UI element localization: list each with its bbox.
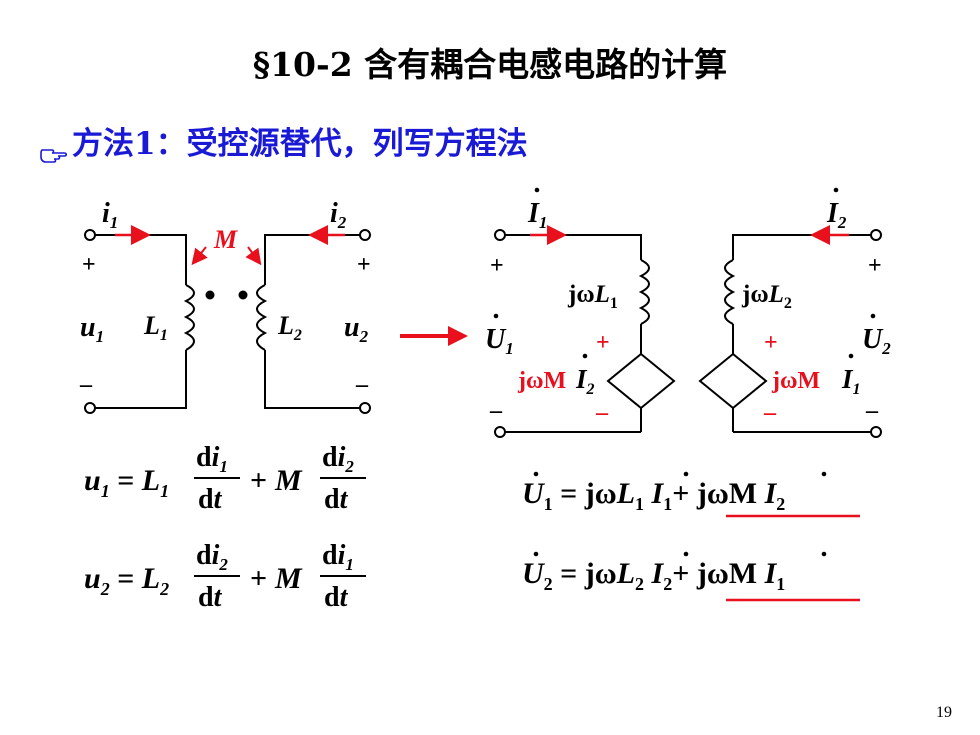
label-source-right: jωM I1 bbox=[771, 353, 861, 398]
arrow-right-icon bbox=[400, 326, 468, 346]
method-text: 方法1：受控源替代，列写方程法 bbox=[72, 126, 528, 162]
terminal-node bbox=[84, 229, 96, 241]
equation-u2: u2 = L2 di2 dt + M di1 dt bbox=[84, 540, 366, 613]
svg-text:U1: U1 bbox=[485, 324, 514, 358]
label-I1: I1 bbox=[527, 187, 547, 232]
svg-text:I2: I2 bbox=[575, 364, 595, 398]
svg-text:I1: I1 bbox=[841, 364, 861, 398]
inductor-l2 bbox=[256, 284, 268, 351]
label-jwL2: jωL2 bbox=[741, 281, 792, 312]
plus-sign-U2: + bbox=[868, 253, 882, 279]
svg-text:jωM: jωM bbox=[517, 368, 566, 394]
label-l2: L2 bbox=[277, 311, 302, 344]
minus-sign-u2: – bbox=[355, 372, 369, 398]
svg-text:dt: dt bbox=[198, 484, 223, 515]
svg-text:dt: dt bbox=[324, 484, 349, 515]
label-source-left: jωM I2 bbox=[517, 353, 595, 398]
svg-text:M: M bbox=[274, 562, 303, 595]
right-circuit bbox=[494, 229, 882, 438]
minus-sign-u1: – bbox=[79, 372, 93, 398]
mutual-arrow-left bbox=[191, 246, 208, 266]
method-heading: 方法1：受控源替代，列写方程法 bbox=[40, 118, 528, 163]
label-u1: u1 bbox=[80, 312, 104, 346]
svg-text:u2 = L2: u2 = L2 bbox=[84, 562, 169, 599]
left-circuit bbox=[84, 229, 371, 414]
label-U1: U1 bbox=[485, 313, 514, 358]
label-I2: I2 bbox=[826, 187, 847, 232]
plus-sign-U1: + bbox=[490, 253, 504, 279]
svg-text:di1: di1 bbox=[322, 540, 354, 574]
terminal-node bbox=[359, 229, 371, 241]
svg-text:dt: dt bbox=[198, 582, 223, 613]
svg-text:U2 = jωL2 I2+ jωM I1: U2 = jωL2 I2+ jωM I1 bbox=[522, 557, 785, 594]
svg-text:u1 = L1: u1 = L1 bbox=[84, 464, 169, 501]
minus-sign-U2: – bbox=[865, 398, 879, 424]
label-u2: u2 bbox=[344, 312, 369, 346]
plus-sign-u1: + bbox=[82, 252, 96, 278]
dependent-source-right bbox=[698, 352, 768, 410]
svg-text:dt: dt bbox=[324, 582, 349, 613]
inductor-jwl2 bbox=[724, 259, 736, 325]
plus-sign-u2: + bbox=[357, 252, 371, 278]
label-i1: i1 bbox=[102, 198, 118, 232]
svg-text:di1: di1 bbox=[196, 442, 228, 476]
equation-U2: U2 = jωL2 I2+ jωM I1 bbox=[522, 551, 860, 602]
inductor-jwl1 bbox=[638, 259, 650, 325]
page-title: §10-2 含有耦合电感电路的计算 bbox=[252, 45, 728, 84]
mutual-arrow-right bbox=[245, 246, 262, 266]
polarity-dot bbox=[238, 290, 248, 300]
source-minus-right: – bbox=[763, 400, 777, 426]
svg-text:I2: I2 bbox=[826, 198, 847, 232]
svg-text:jωM: jωM bbox=[771, 368, 820, 394]
inductor-l1 bbox=[183, 284, 195, 351]
source-plus-right: + bbox=[764, 330, 778, 356]
svg-text:di2: di2 bbox=[322, 442, 354, 476]
svg-text:U1 = jωL1 I1+ jωM I2: U1 = jωL1 I1+ jωM I2 bbox=[522, 477, 785, 514]
svg-text:I1: I1 bbox=[527, 198, 547, 232]
svg-text:U2: U2 bbox=[862, 324, 891, 358]
svg-text:+: + bbox=[250, 562, 267, 595]
page-number: 19 bbox=[936, 704, 952, 721]
minus-sign-U1: – bbox=[489, 398, 503, 424]
terminal-node bbox=[359, 402, 371, 414]
source-plus-left: + bbox=[596, 330, 610, 356]
label-l1: L1 bbox=[143, 311, 168, 344]
svg-text:di2: di2 bbox=[196, 540, 228, 574]
svg-text:M: M bbox=[274, 464, 303, 497]
dependent-source-left bbox=[606, 352, 676, 410]
label-jwL1: jωL1 bbox=[567, 281, 618, 312]
polarity-dot bbox=[205, 290, 215, 300]
label-mutual: M bbox=[213, 225, 238, 254]
terminal-node bbox=[84, 402, 96, 414]
equation-U1: U1 = jωL1 I1+ jωM I2 bbox=[522, 471, 860, 518]
source-minus-left: – bbox=[595, 400, 609, 426]
label-i2: i2 bbox=[330, 198, 347, 232]
label-U2: U2 bbox=[862, 313, 891, 358]
pointing-hand-icon bbox=[40, 136, 68, 163]
svg-text:+: + bbox=[250, 464, 267, 497]
equation-u1: u1 = L1 di1 dt + M di2 dt bbox=[84, 442, 366, 515]
